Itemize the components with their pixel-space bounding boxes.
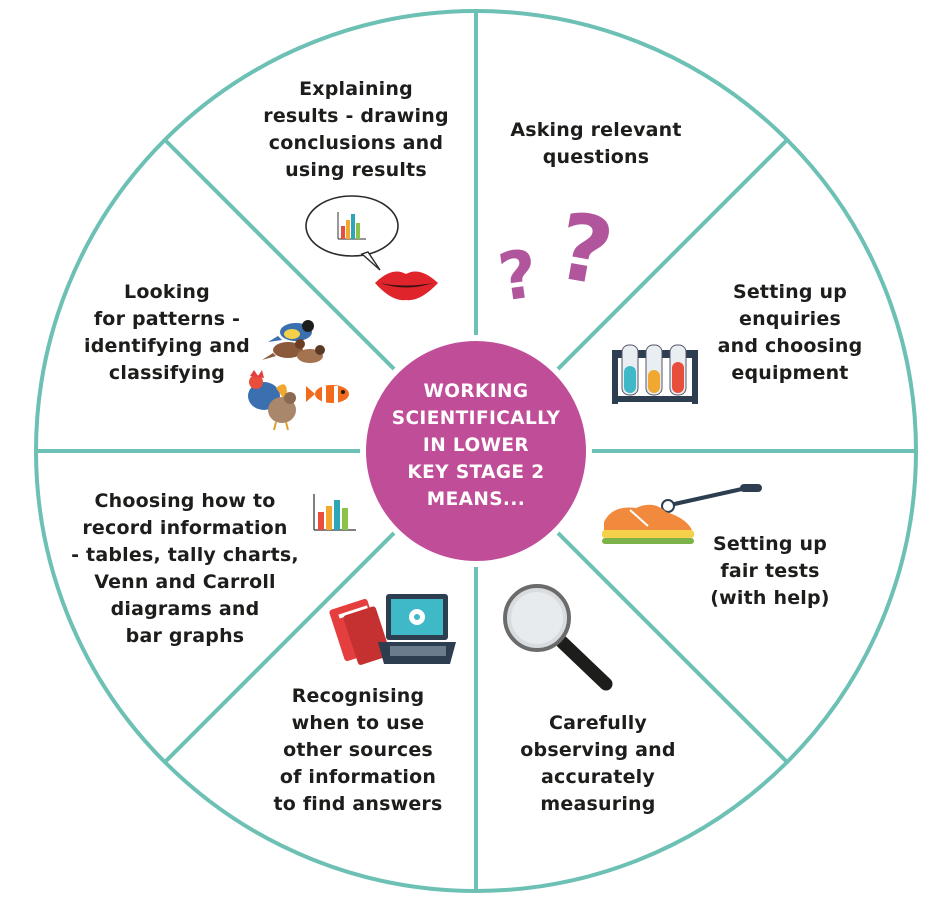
animals-icon <box>248 320 349 431</box>
segment-label-asking: Asking relevant questions <box>510 119 682 168</box>
books-laptop-icon <box>329 594 456 665</box>
segment-label-recording: Choosing how to record information - tab… <box>71 490 299 647</box>
segment-label-observing: Carefully observing and accurately measu… <box>520 712 676 815</box>
segment-label-explaining: Explaining results - drawing conclusions… <box>263 78 449 181</box>
magnifying-glass-icon <box>503 584 613 691</box>
bar-chart-icon <box>313 494 356 531</box>
test-tubes-icon <box>612 344 698 404</box>
shoe-thermometer-icon <box>602 484 762 544</box>
segment-label-fair-tests: Setting up fair tests (with help) <box>710 533 830 609</box>
segment-label-patterns: Looking for patterns - identifying and c… <box>84 281 250 384</box>
segment-label-sources: Recognising when to use other sources of… <box>273 685 443 815</box>
segment-label-setting-up-enquiries: Setting up enquiries and choosing equipm… <box>717 281 863 384</box>
speech-bubble-chart-icon <box>305 195 438 301</box>
center-circle <box>360 335 592 567</box>
center-title: WORKING SCIENTIFICALLY IN LOWER KEY STAG… <box>391 381 561 510</box>
